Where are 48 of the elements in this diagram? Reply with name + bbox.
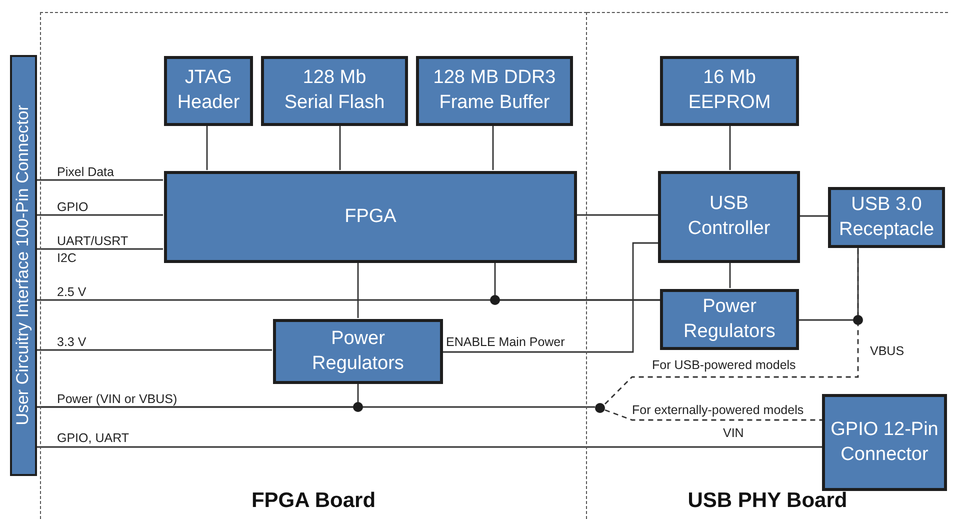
component-block: JTAG Header — [164, 56, 253, 126]
component-block: 128 Mb Serial Flash — [261, 56, 408, 126]
wire — [799, 247, 859, 321]
component-block: FPGA — [164, 171, 577, 263]
wire — [729, 262, 731, 288]
component-block: GPIO 12-Pin Connector — [822, 394, 947, 491]
board-title: FPGA Board — [250, 489, 377, 513]
wire — [492, 125, 494, 170]
wire — [800, 215, 828, 217]
board-region — [40, 12, 587, 519]
signal-label: Power (VIN or VBUS) — [57, 393, 178, 407]
component-block: 128 MB DDR3 Frame Buffer — [416, 56, 573, 126]
dashed-wire — [604, 409, 822, 421]
signal-label: ENABLE Main Power — [446, 336, 565, 350]
signal-label: 3.3 V — [57, 336, 86, 350]
wire — [37, 248, 163, 250]
connector-title: User Circuitry Interface 100-Pin Connector — [12, 105, 34, 426]
wire — [206, 125, 208, 170]
component-block: Power Regulators — [660, 289, 799, 350]
signal-label: Pixel Data — [57, 166, 114, 180]
wire — [37, 446, 822, 448]
component-block: USB 3.0 Receptacle — [828, 187, 945, 248]
board-title: USB PHY Board — [686, 489, 848, 513]
dashed-wire — [604, 247, 859, 404]
wire — [339, 125, 341, 170]
signal-label: For USB-powered models — [652, 359, 796, 373]
wire — [494, 262, 660, 301]
signal-label: VIN — [723, 427, 744, 441]
wire — [442, 242, 658, 353]
signal-label: GPIO — [57, 201, 88, 215]
wire — [357, 262, 359, 318]
component-block: 16 Mb EEPROM — [660, 56, 799, 126]
signal-label: UART/USRT — [57, 235, 128, 249]
wire — [576, 214, 658, 216]
component-block: Power Regulators — [273, 319, 443, 384]
signal-label: For externally-powered models — [632, 404, 804, 418]
component-block: USB Controller — [658, 171, 800, 263]
wire — [37, 214, 163, 216]
wire — [37, 179, 163, 181]
junction-dot — [595, 403, 605, 413]
connector-bar — [10, 55, 37, 476]
wire — [37, 406, 595, 408]
wire — [729, 125, 731, 170]
signal-label: GPIO, UART — [57, 432, 130, 446]
signal-label: VBUS — [870, 345, 904, 359]
signal-label: I2C — [57, 252, 76, 266]
signal-label: 2.5 V — [57, 286, 86, 300]
wire — [37, 349, 272, 351]
